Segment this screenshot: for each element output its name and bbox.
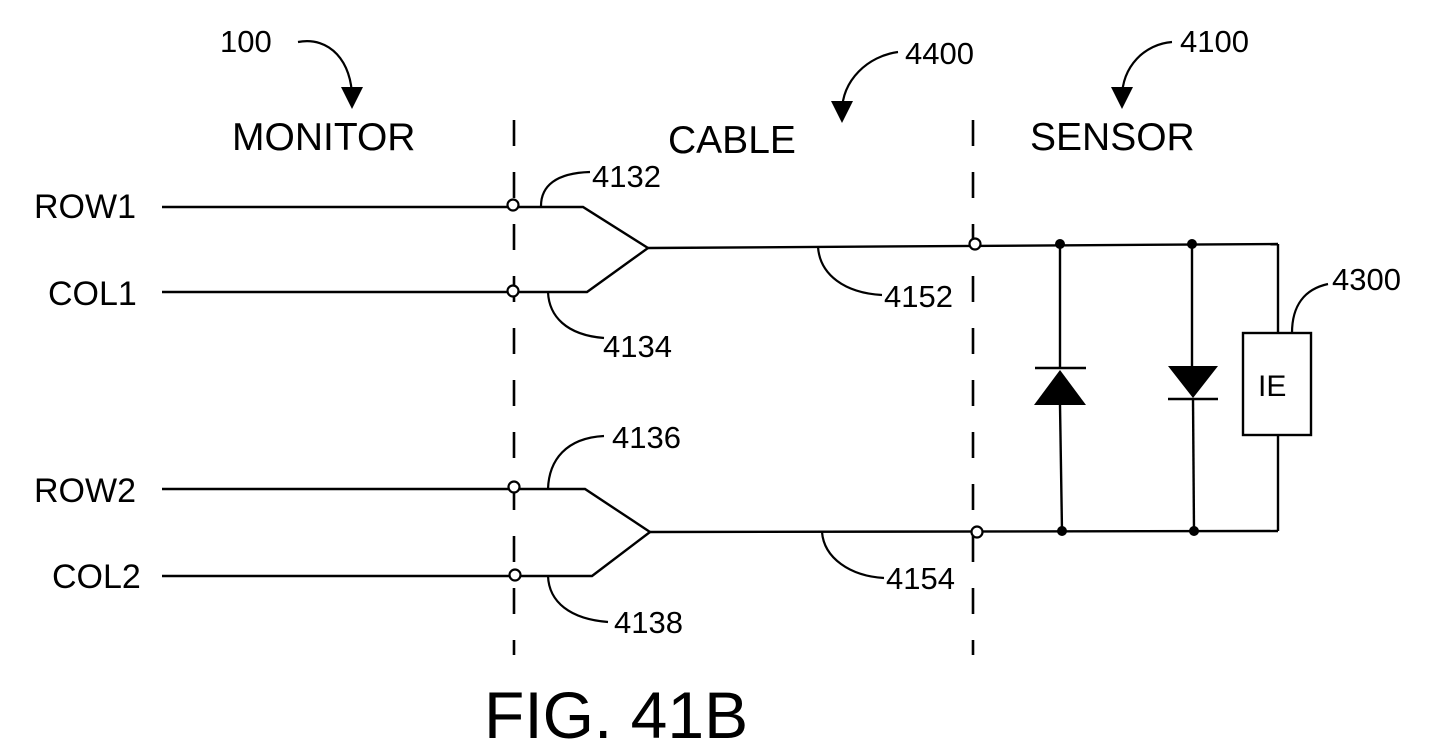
leader-4154 [822,532,884,578]
ref-monitor: 100 [220,24,272,59]
leader-4134 [548,292,604,338]
ref-4136: 4136 [612,420,681,455]
row2-connector [509,482,520,493]
signal-col1-label: COL1 [48,275,137,313]
row1-wire [162,207,648,248]
ref-4132: 4132 [592,159,661,194]
ref-sensor: 4100 [1180,24,1249,59]
col1-connector [508,286,519,297]
col1-wire [162,248,648,292]
ie-element-label: IE [1258,370,1286,403]
figure-caption: FIG. 41B [484,678,748,752]
ref-4134: 4134 [603,329,672,364]
ref-4138: 4138 [614,605,683,640]
line2-sensor-connector [972,527,983,538]
sensor-arrow [1122,42,1172,98]
leader-4136 [548,436,604,489]
diode1-symbol [1034,370,1086,405]
cable-line-4152 [648,244,1278,248]
col2-wire [162,532,650,576]
leader-4132 [541,172,590,206]
cable-arrow [842,52,898,112]
junction-diode1-top [1055,239,1065,249]
diode1-lead-bottom [1060,405,1062,531]
row2-wire [162,489,650,532]
signal-row1-label: ROW1 [34,188,136,226]
section-cable-label: CABLE [668,119,796,162]
monitor-arrow [298,41,352,98]
section-monitor-label: MONITOR [232,116,415,159]
junction-diode2-top [1187,239,1197,249]
ref-4152: 4152 [884,279,953,314]
ref-4154: 4154 [886,561,955,596]
leader-4138 [548,576,608,622]
junction-diode2-bottom [1189,526,1199,536]
cable-line-4154 [650,531,1278,532]
signal-row2-label: ROW2 [34,472,136,510]
line1-sensor-connector [970,239,981,250]
diode2-symbol [1168,366,1218,398]
section-sensor-label: SENSOR [1030,116,1195,159]
diode2-lead-bottom [1193,399,1194,531]
ref-cable: 4400 [905,36,974,71]
junction-diode1-bottom [1057,526,1067,536]
ref-4300: 4300 [1332,262,1401,297]
col2-connector [510,570,521,581]
leader-4152 [818,247,882,295]
signal-col2-label: COL2 [52,558,141,596]
leader-4300 [1292,284,1328,333]
row1-connector [508,200,519,211]
